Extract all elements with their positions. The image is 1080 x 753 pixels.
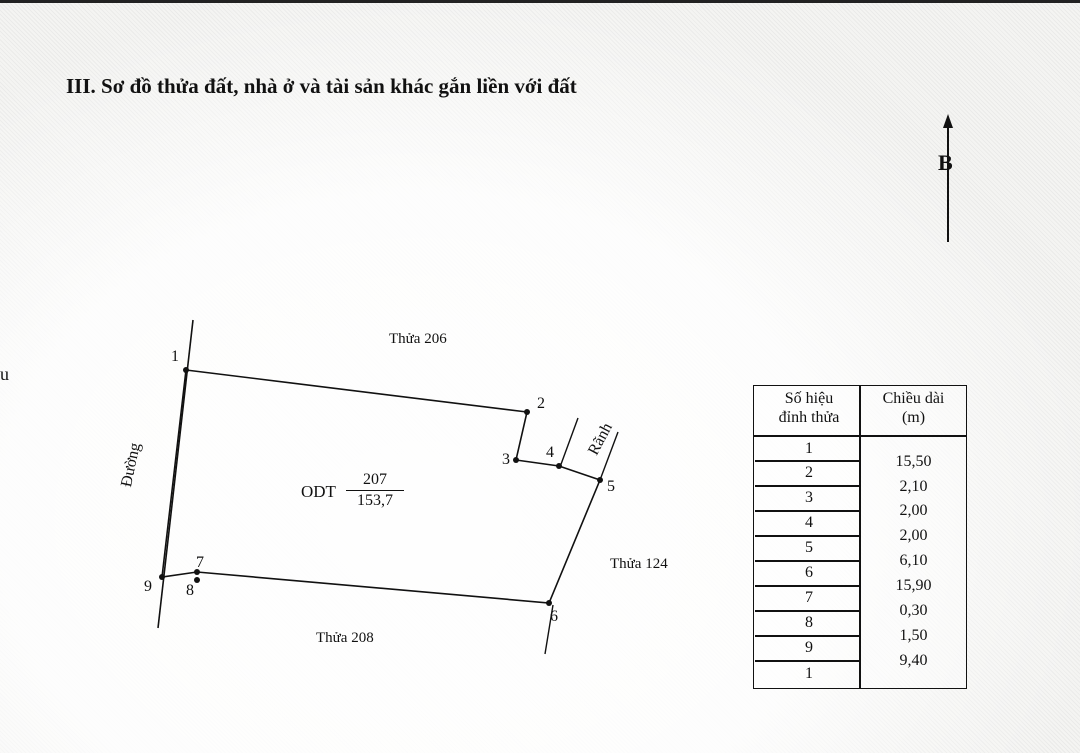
table-vertex-3: 3 bbox=[805, 489, 813, 506]
vertex-label-7: 7 bbox=[196, 554, 204, 571]
table-row-line bbox=[755, 460, 859, 462]
table-vertex-7: 7 bbox=[805, 589, 813, 606]
parcel-label-right: Thửa 124 bbox=[610, 556, 668, 572]
north-label: B bbox=[938, 150, 953, 175]
length-6-7: 15,90 bbox=[895, 577, 932, 594]
north-arrow-icon bbox=[943, 114, 953, 242]
vertex-label-3: 3 bbox=[502, 451, 510, 468]
table-row-line bbox=[755, 560, 859, 562]
table-vertex-1-end: 1 bbox=[805, 665, 813, 682]
table-row-line bbox=[755, 660, 859, 662]
vertex-markers bbox=[159, 367, 603, 606]
vertex-marker-4 bbox=[556, 463, 562, 469]
vertex-label-1: 1 bbox=[171, 348, 179, 365]
extension-line-6 bbox=[544, 604, 554, 655]
margin-fragment: u bbox=[0, 364, 9, 384]
table-row-line bbox=[755, 635, 859, 637]
table-vertex-4: 4 bbox=[805, 514, 813, 531]
length-5-6: 6,10 bbox=[899, 552, 928, 569]
vertex-marker-9 bbox=[159, 574, 165, 580]
parcel-area: 153,7 bbox=[357, 492, 393, 509]
table-vertex-1: 1 bbox=[805, 440, 813, 457]
table-row-line bbox=[755, 485, 859, 487]
section-title: III. Sơ đồ thửa đất, nhà ở và tài sản kh… bbox=[66, 74, 577, 98]
vertex-label-6: 6 bbox=[550, 608, 558, 625]
vertex-marker-6 bbox=[546, 600, 552, 606]
table-vertex-9: 9 bbox=[805, 639, 813, 656]
vertex-marker-8 bbox=[194, 577, 200, 583]
top-border bbox=[0, 0, 1080, 3]
length-9-1: 9,40 bbox=[899, 652, 928, 669]
ditch-line-left bbox=[559, 417, 579, 468]
table-header-divider bbox=[753, 435, 967, 437]
table-vertex-8: 8 bbox=[805, 614, 813, 631]
vertex-marker-2 bbox=[524, 409, 530, 415]
length-7-8: 0,30 bbox=[899, 602, 928, 619]
vertex-label-5: 5 bbox=[607, 478, 615, 495]
length-8-9: 1,50 bbox=[899, 627, 928, 644]
vertex-marker-7 bbox=[194, 569, 200, 575]
length-1-2: 15,50 bbox=[895, 453, 932, 470]
header-vertex-line1: Số hiệu bbox=[784, 390, 834, 407]
table-vertex-6: 6 bbox=[805, 564, 813, 581]
ditch-line-right bbox=[599, 431, 619, 481]
parcel-label-top: Thửa 206 bbox=[389, 331, 447, 347]
land-use-code: ODT bbox=[301, 482, 336, 501]
vertex-marker-1 bbox=[183, 367, 189, 373]
table-row-line bbox=[755, 510, 859, 512]
table-row-line bbox=[755, 535, 859, 537]
table-vertex-5: 5 bbox=[805, 539, 813, 556]
header-length-line2: (m) bbox=[901, 409, 926, 426]
vertex-label-8: 8 bbox=[186, 582, 194, 599]
length-4-5: 2,00 bbox=[899, 527, 928, 544]
table-column-divider bbox=[859, 385, 861, 689]
header-length-line1: Chiều dài bbox=[882, 390, 945, 407]
vertex-label-4: 4 bbox=[546, 444, 554, 461]
header-length: Chiều dài (m) bbox=[862, 389, 965, 427]
parcel-number: 207 bbox=[346, 471, 404, 491]
length-3-4: 2,00 bbox=[899, 502, 928, 519]
table-row-line bbox=[755, 610, 859, 612]
vertex-marker-3 bbox=[513, 457, 519, 463]
vertex-label-2: 2 bbox=[537, 395, 545, 412]
vertex-marker-5 bbox=[597, 477, 603, 483]
parcel-label-bottom: Thửa 208 bbox=[316, 630, 374, 646]
parcel-fraction: 207 153,7 bbox=[346, 471, 404, 510]
header-vertex: Số hiệu đỉnh thửa bbox=[760, 389, 858, 427]
table-row-line bbox=[755, 585, 859, 587]
length-2-3: 2,10 bbox=[899, 478, 928, 495]
header-vertex-line2: đỉnh thửa bbox=[778, 409, 840, 426]
vertex-label-9: 9 bbox=[144, 578, 152, 595]
table-vertex-2: 2 bbox=[805, 464, 813, 481]
